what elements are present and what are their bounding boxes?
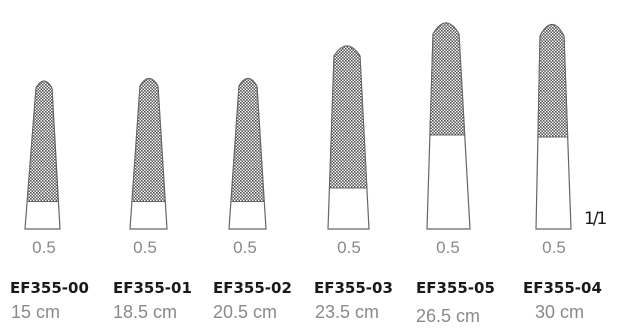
- instrument-tip-ef355-02: [228, 77, 267, 230]
- product-code-ef355-04: EF355-04: [523, 279, 602, 297]
- width-label-ef355-00: 0.5: [32, 238, 56, 257]
- width-label-ef355-02: 0.5: [233, 238, 257, 257]
- instrument-tip-ef355-04: [535, 23, 572, 230]
- length-label-ef355-05: 26.5 cm: [416, 306, 481, 326]
- width-label-ef355-04: 0.5: [542, 238, 566, 257]
- instrument-tip-ef355-05: [426, 22, 471, 230]
- product-code-ef355-05: EF355-05: [416, 279, 495, 297]
- length-label-ef355-03: 23.5 cm: [315, 302, 380, 322]
- scale-label: 1/1: [584, 209, 607, 229]
- instrument-tip-ef355-01: [129, 77, 168, 230]
- width-label-ef355-01: 0.5: [133, 238, 157, 257]
- length-label-ef355-04: 30 cm: [535, 302, 585, 322]
- length-label-ef355-00: 15 cm: [11, 302, 61, 322]
- width-label-ef355-03: 0.5: [337, 238, 361, 257]
- instrument-tip-ef355-00: [24, 80, 61, 230]
- product-code-ef355-03: EF355-03: [314, 279, 393, 297]
- width-label-ef355-05: 0.5: [436, 238, 460, 257]
- product-code-ef355-01: EF355-01: [113, 279, 192, 297]
- instrument-tip-ef355-03: [327, 45, 370, 230]
- product-code-ef355-02: EF355-02: [213, 279, 292, 297]
- length-label-ef355-02: 20.5 cm: [213, 302, 278, 322]
- product-code-ef355-00: EF355-00: [10, 279, 89, 297]
- length-label-ef355-01: 18.5 cm: [113, 302, 178, 322]
